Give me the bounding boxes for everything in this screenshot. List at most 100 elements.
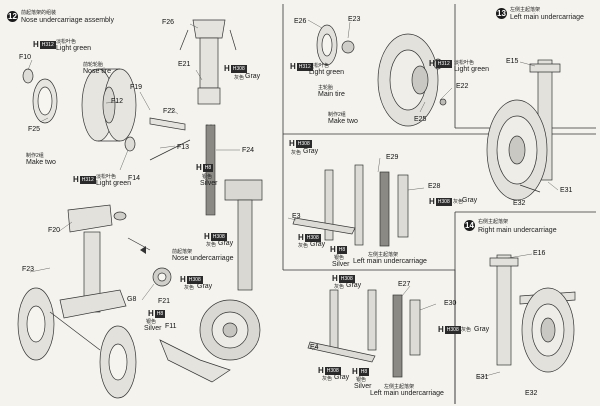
note-nose-undercarriage: Nose undercarriage (172, 255, 234, 262)
paint-name-cn: 灰色 (206, 242, 217, 248)
paint-name: Gray (334, 374, 350, 381)
part-label: E28 (428, 183, 441, 190)
paint-name: Light green (309, 69, 345, 76)
note-make-two: Make two (328, 118, 358, 125)
paint-name-cn: 淡松叶色 (56, 39, 77, 45)
part-label: F10 (19, 54, 32, 61)
leader-lines (27, 19, 559, 379)
part-label: E15 (506, 58, 519, 65)
step-number-badge: 14 (464, 220, 475, 231)
part-label: E32 (525, 390, 538, 397)
paint-name-cn: 银色 (356, 377, 367, 383)
left-main-gear (486, 59, 561, 201)
paint-name-cn: 灰色 (322, 376, 333, 382)
part-label: F11 (165, 323, 177, 330)
part-label: E3 (292, 213, 301, 220)
part-label: F12 (111, 98, 124, 105)
step-number-badge: 13 (496, 8, 507, 19)
paint-name: Light green (96, 180, 132, 187)
paint-name: Gray (474, 326, 490, 333)
nose-assembly-right (113, 179, 263, 383)
part-label: E30 (444, 300, 457, 307)
paint-name-cn: 银色 (202, 174, 213, 180)
note-cn: 制作2组 (26, 153, 44, 159)
part-label: F26 (162, 19, 175, 26)
paint-name-cn: 淡松叶色 (309, 63, 330, 69)
note-main-tire: Main tire (318, 91, 345, 98)
note-cn: 前起落架 (172, 249, 193, 255)
part-label: E16 (533, 250, 546, 257)
part-label: F21 (158, 298, 171, 305)
step-title: Right main undercarriage (478, 227, 557, 234)
paint-name: Gray (245, 73, 261, 80)
note-cn: 前轮轮胎 (83, 62, 104, 68)
paint-name-cn: 淡松叶色 (454, 60, 475, 66)
part-label: E32 (513, 200, 526, 207)
main-wheel-exploded (316, 24, 447, 127)
paint-name: Gray (346, 282, 362, 289)
part-label: E4 (310, 344, 319, 351)
direction-arrow (140, 246, 146, 254)
part-label: F14 (128, 175, 141, 182)
step-title: Left main undercarriage (510, 14, 584, 21)
paint-name: Gray (462, 197, 478, 204)
paint-name: Silver (332, 261, 350, 268)
paint-name-cn: 灰色 (334, 284, 345, 290)
paint-name: Gray (197, 283, 213, 290)
paint-name-cn: 银色 (334, 255, 345, 261)
step-title-cn: 左侧主起落架 (510, 7, 541, 13)
part-label: F22 (163, 108, 176, 115)
paint-name: Gray (218, 240, 234, 247)
part-label: F25 (28, 126, 41, 133)
paint-name-cn: 灰色 (184, 285, 195, 291)
step-title-cn: 前起落架的组装 (21, 10, 57, 16)
paint-name: Gray (310, 241, 326, 248)
paint-name-cn: 灰色 (234, 75, 245, 81)
step-number-badge: 12 (7, 11, 18, 22)
paint-name: Silver (144, 325, 162, 332)
part-label: E26 (294, 18, 307, 25)
paint-name: Light green (56, 45, 92, 52)
paint-name: Silver (200, 180, 218, 187)
paint-name-cn: 银色 (146, 319, 157, 325)
note-left-main-undercarriage: Left main undercarriage (370, 390, 444, 397)
paint-name-cn: 灰色 (461, 327, 472, 333)
note-nose-tire: Nose tire (83, 68, 112, 75)
paint-name-cn: 灰色 (453, 199, 464, 205)
part-label: F19 (130, 84, 143, 91)
part-label: F13 (177, 144, 190, 151)
part-label: F20 (48, 227, 61, 234)
part-label: E25 (414, 116, 427, 123)
note-cn: 左侧主起落架 (368, 252, 399, 258)
part-label: E31 (560, 187, 573, 194)
note-left-main-undercarriage: Left main undercarriage (353, 258, 427, 265)
paint-name: Silver (354, 383, 372, 390)
paint-name: Gray (303, 148, 319, 155)
right-main-gear (489, 254, 576, 373)
part-label: E21 (178, 61, 191, 68)
part-label: G8 (127, 296, 137, 303)
paint-name-cn: 灰色 (298, 243, 309, 249)
part-label: E31 (476, 374, 489, 381)
part-label: E27 (398, 281, 411, 288)
note-cn: 制作2组 (328, 112, 346, 118)
part-label: E22 (456, 83, 469, 90)
paint-name: Light green (454, 66, 490, 73)
